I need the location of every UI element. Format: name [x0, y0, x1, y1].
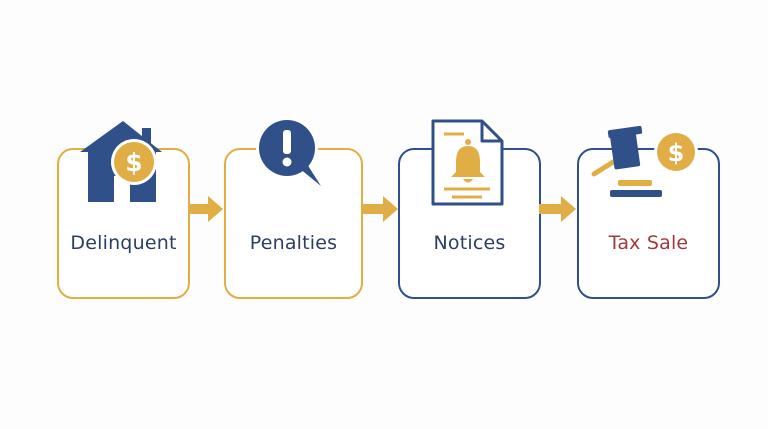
- house-dollar-icon: $: [80, 121, 162, 202]
- svg-text:$: $: [668, 139, 685, 167]
- step-label-delinquent: Delinquent: [70, 232, 177, 254]
- step-card-tax-sale: Tax Sale: [577, 148, 720, 299]
- svg-text:$: $: [125, 148, 142, 177]
- gavel-dollar-icon: $: [591, 125, 698, 197]
- step-label-tax-sale: Tax Sale: [608, 232, 689, 254]
- arrow-right-icon: [188, 196, 223, 222]
- document-bell-icon: [431, 119, 504, 206]
- exclamation-bubble-icon: [256, 117, 321, 186]
- arrow-right-icon: [539, 196, 576, 222]
- step-label-penalties: Penalties: [249, 232, 338, 254]
- step-label-notices: Notices: [433, 232, 506, 254]
- arrow-right-icon: [361, 196, 398, 222]
